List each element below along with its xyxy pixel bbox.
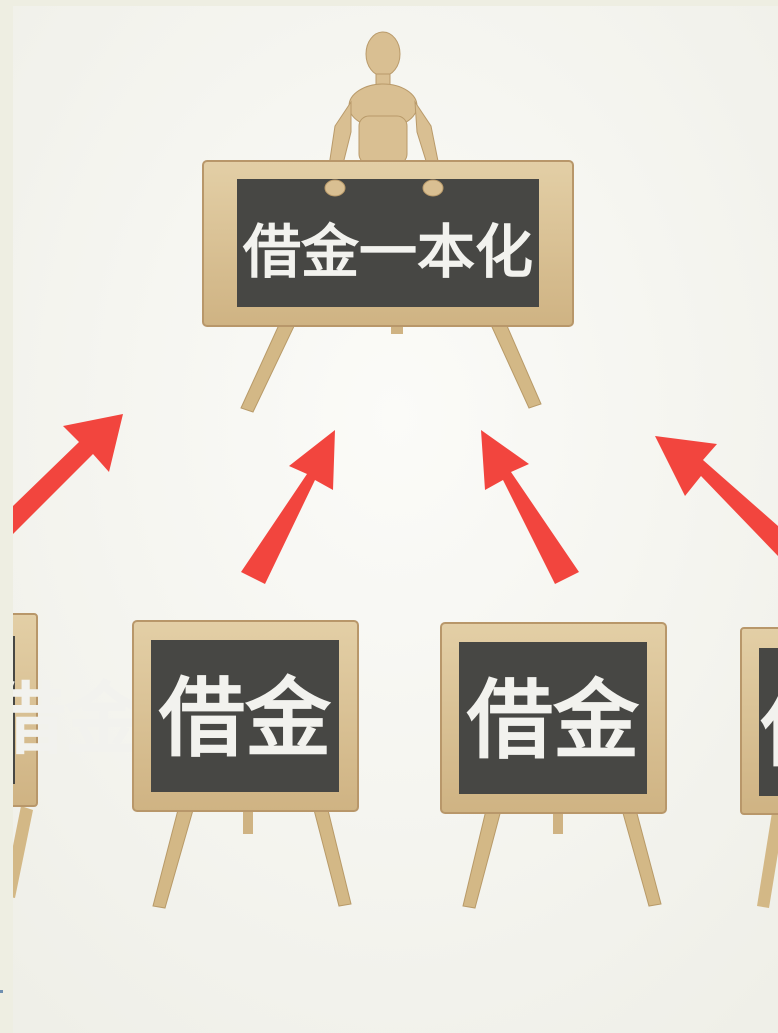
arrow-up-right-icon (241, 430, 335, 584)
main-board: 借金一本化 (202, 160, 574, 413)
arrow-up-left-icon (655, 436, 778, 556)
debt-consolidation-photo: 借金一本化 借金 (13, 6, 778, 1033)
small-board-text: 借金 (158, 668, 332, 769)
small-board: 借金 (132, 620, 359, 909)
arrow-up-right-icon (13, 414, 123, 534)
small-board-right-partial: 借金 (740, 627, 778, 908)
small-board-text: 借金 (13, 674, 144, 765)
small-board: 借金 (440, 622, 667, 909)
arrow-up-left-icon (481, 430, 579, 584)
small-board-text: 借金 (760, 678, 778, 779)
arrows (13, 414, 778, 584)
edge-marker (0, 990, 3, 993)
small-board-left-partial: 借金 (13, 613, 144, 898)
main-board-text: 借金一本化 (242, 218, 533, 286)
photo-illustration: 借金一本化 借金 (13, 6, 778, 1033)
small-board-text: 借金 (466, 670, 640, 771)
wooden-mannequin (328, 31, 440, 193)
